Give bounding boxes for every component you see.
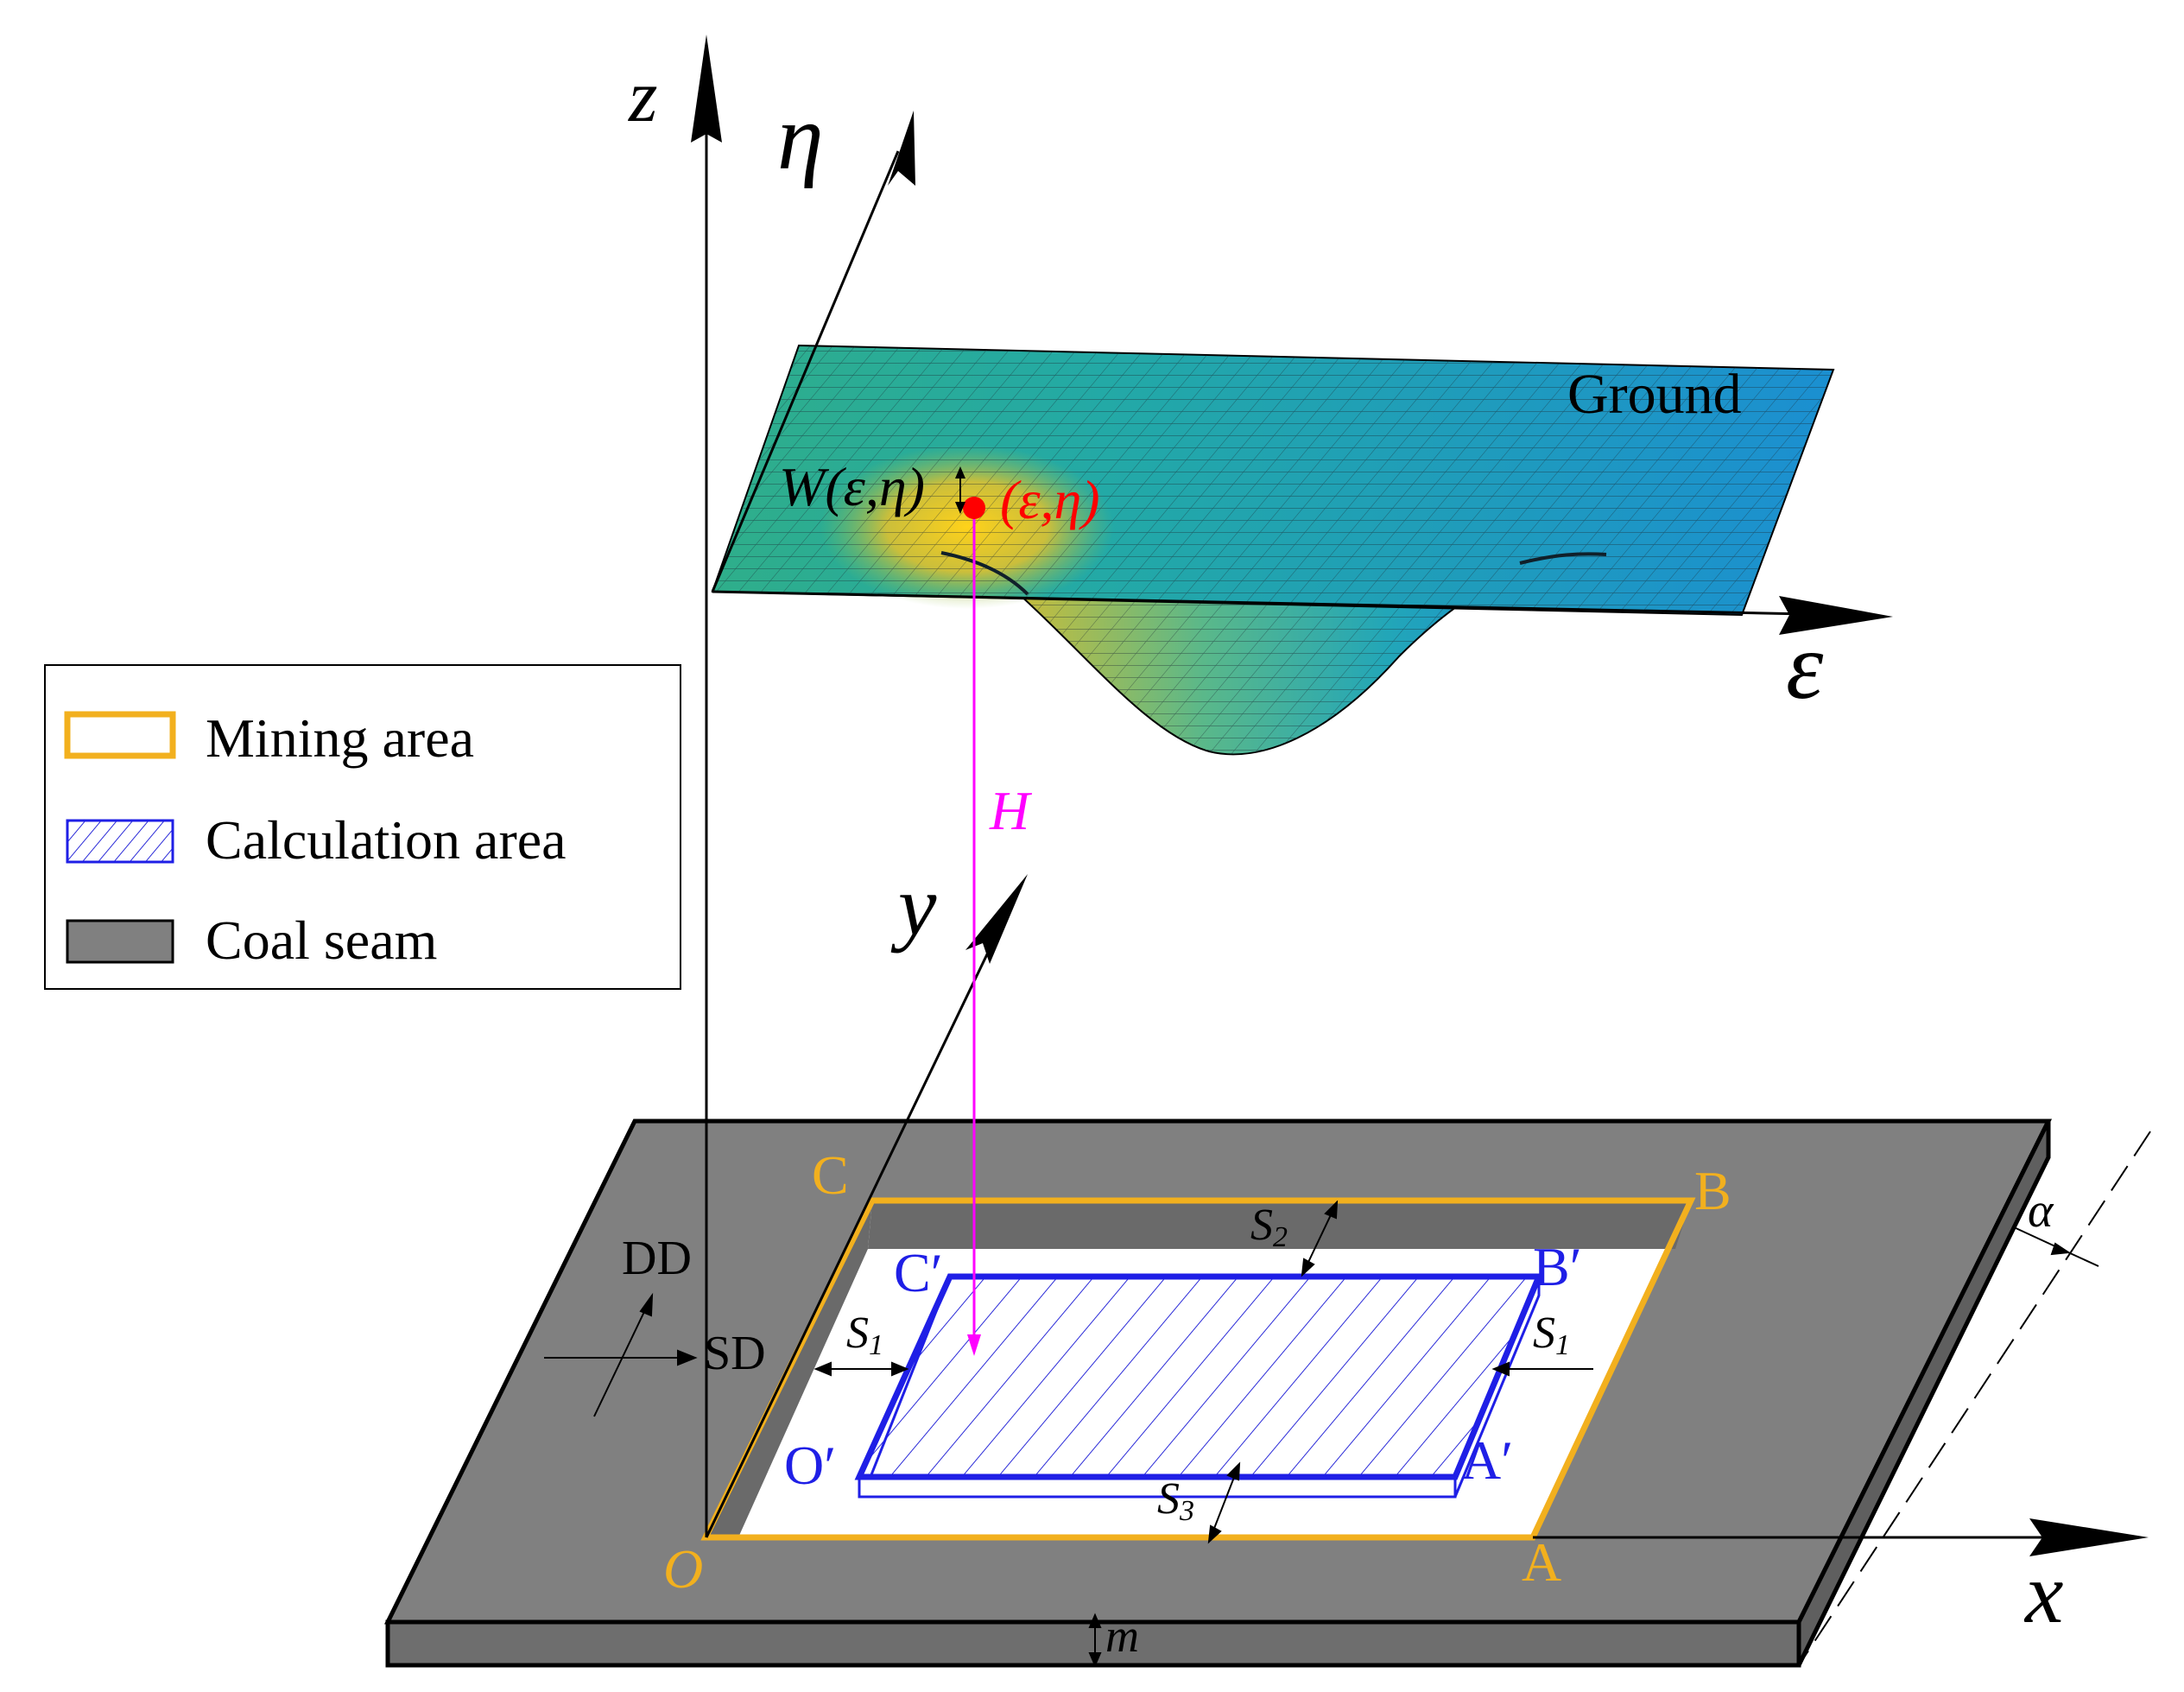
subsidence-label: W(ε,η) bbox=[779, 456, 925, 517]
depth-line bbox=[955, 466, 985, 1356]
legend-coal-seam-symbol bbox=[66, 919, 174, 964]
calculation-area-hatch bbox=[859, 1277, 1539, 1477]
depth-label: H bbox=[989, 780, 1033, 841]
corner-c-label: C bbox=[812, 1144, 849, 1206]
corner-c-prime-label: C′ bbox=[894, 1242, 943, 1303]
calculation-area bbox=[854, 1273, 1544, 1499]
thickness-label: m bbox=[1105, 1610, 1139, 1662]
strike-direction-label: SD bbox=[704, 1327, 766, 1380]
z-axis-arrowhead bbox=[691, 35, 722, 143]
eta-axis-arrowhead bbox=[888, 111, 915, 186]
dip-direction-label: DD bbox=[622, 1232, 692, 1285]
epsilon-axis-arrowhead bbox=[1779, 596, 1893, 635]
corner-a-label: A bbox=[1522, 1531, 1561, 1593]
corner-o-prime-label: O′ bbox=[784, 1435, 836, 1496]
s1-right-label: S1 bbox=[1533, 1309, 1570, 1361]
corner-o-label: O bbox=[663, 1538, 703, 1600]
axes bbox=[691, 35, 2151, 1666]
z-axis-label: z bbox=[628, 54, 657, 137]
legend-coal-seam-label: Coal seam bbox=[206, 909, 437, 971]
corner-b-label: B bbox=[1694, 1160, 1731, 1221]
depth-arrowhead bbox=[967, 1334, 981, 1356]
y-axis-arrowhead bbox=[965, 874, 1028, 964]
corner-b-prime-label: B′ bbox=[1533, 1236, 1582, 1297]
legend: Mining area Calculation area Coal seam bbox=[44, 664, 681, 990]
epsilon-axis-label: ε bbox=[1786, 613, 1824, 719]
ground-label: Ground bbox=[1567, 363, 1742, 426]
point-label: (ε,η) bbox=[1000, 469, 1100, 530]
y-axis-label: y bbox=[890, 858, 937, 954]
s3-label: S3 bbox=[1157, 1474, 1194, 1527]
legend-calculation-area-label: Calculation area bbox=[206, 809, 567, 871]
s1-left-label: S1 bbox=[846, 1309, 883, 1361]
y-axis bbox=[705, 932, 999, 1538]
epsilon-axis bbox=[712, 590, 1849, 617]
corner-a-prime-label: A′ bbox=[1461, 1429, 1513, 1491]
angle-label: α bbox=[2028, 1184, 2054, 1238]
eta-axis-label: η bbox=[777, 86, 824, 189]
ground-surface bbox=[711, 344, 1835, 756]
legend-mining-area-label: Mining area bbox=[206, 707, 474, 769]
mining-area-wall-back bbox=[868, 1201, 1691, 1249]
eta-axis bbox=[711, 150, 900, 593]
legend-calculation-area-symbol bbox=[66, 819, 174, 864]
x-axis-label: x bbox=[2023, 1545, 2063, 1641]
dip-reference-line bbox=[1798, 1131, 2151, 1666]
labels: z η ε y x Ground W(ε,η) (ε,η) H O A B C … bbox=[622, 54, 2063, 1662]
surface-point bbox=[963, 497, 985, 519]
legend-mining-area-symbol bbox=[64, 711, 176, 759]
calculation-area-outline bbox=[854, 1273, 1544, 1480]
dimension-marks bbox=[544, 1200, 2099, 1668]
s2-label: S2 bbox=[1250, 1201, 1288, 1253]
x-axis-arrowhead bbox=[2029, 1518, 2149, 1556]
